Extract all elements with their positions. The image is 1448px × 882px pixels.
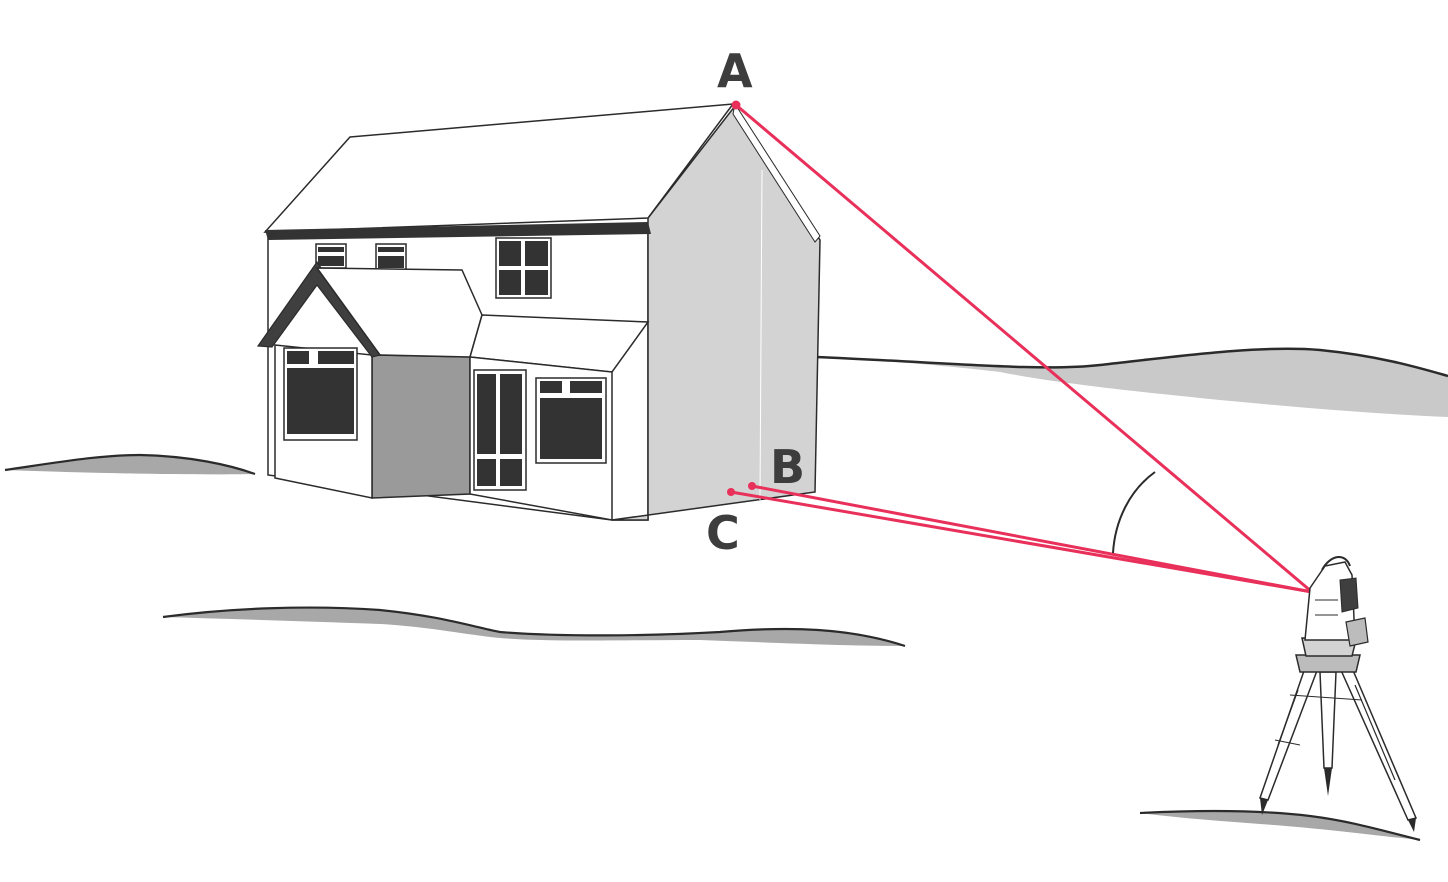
angle-arc [1112, 471, 1156, 554]
tripod [1259, 667, 1418, 832]
point-b-label: B [770, 440, 805, 494]
ground-mound-middle [162, 606, 906, 648]
point-c-marker [727, 488, 735, 496]
background-hill [814, 347, 1448, 417]
upper-window-3 [495, 237, 552, 299]
sight-line-a [735, 103, 1313, 594]
bay-window [283, 347, 358, 441]
upper-window-1 [315, 243, 347, 269]
point-a-marker [731, 100, 741, 110]
house-icon [256, 102, 821, 521]
ground-mound-left [4, 453, 256, 476]
sight-line-c [730, 490, 1313, 594]
point-c-label: C [706, 506, 740, 560]
sight-line-b [751, 484, 1313, 594]
total-station-icon [1259, 556, 1418, 832]
front-door [473, 369, 527, 491]
upper-window-2 [375, 243, 407, 271]
sight-lines [730, 103, 1313, 594]
point-a-label: A [717, 44, 753, 98]
point-b-marker [748, 482, 756, 490]
ground-floor-window [535, 377, 607, 464]
ground-mound-right [1139, 809, 1421, 842]
